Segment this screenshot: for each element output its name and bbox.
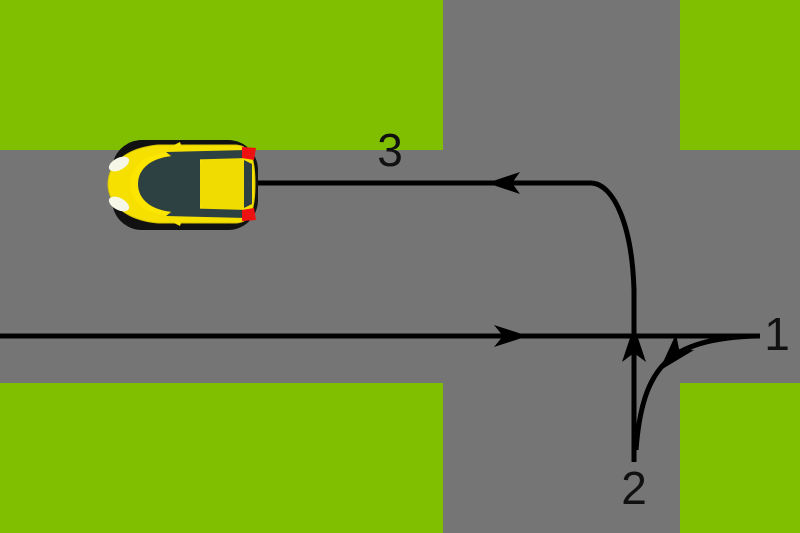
curve-down-left-arrow	[659, 334, 694, 371]
main-road-right-arrow	[494, 325, 528, 347]
path-label-1: 1	[764, 308, 790, 360]
path-3-curve	[591, 180, 637, 340]
top-left-grass	[0, 0, 443, 150]
car-side-window-bottom	[166, 208, 248, 218]
top-right-grass	[680, 0, 800, 150]
car-headlight-top	[108, 156, 130, 172]
car-taillight-top	[242, 147, 256, 160]
car-mirror-bottom	[168, 220, 182, 226]
car-windshield	[138, 156, 200, 212]
car-roof	[200, 158, 244, 210]
car-headlight-bottom	[108, 196, 130, 212]
car-rear-window	[244, 160, 252, 208]
path-3-trajectory	[258, 172, 637, 340]
path-label-3: 3	[377, 124, 403, 176]
path-1-trajectory	[633, 333, 758, 451]
bottom-left-grass	[0, 383, 443, 533]
car-side-window-top	[166, 150, 248, 160]
car-mirror-top	[168, 142, 182, 148]
path-2-trajectory	[622, 326, 646, 462]
turn-left-arrow	[487, 172, 520, 194]
side-road-up-arrow	[622, 326, 646, 362]
path-label-2: 2	[621, 462, 647, 514]
car-taillight-bottom	[242, 208, 256, 221]
bottom-right-grass	[680, 383, 800, 533]
yellow-car	[107, 140, 258, 230]
